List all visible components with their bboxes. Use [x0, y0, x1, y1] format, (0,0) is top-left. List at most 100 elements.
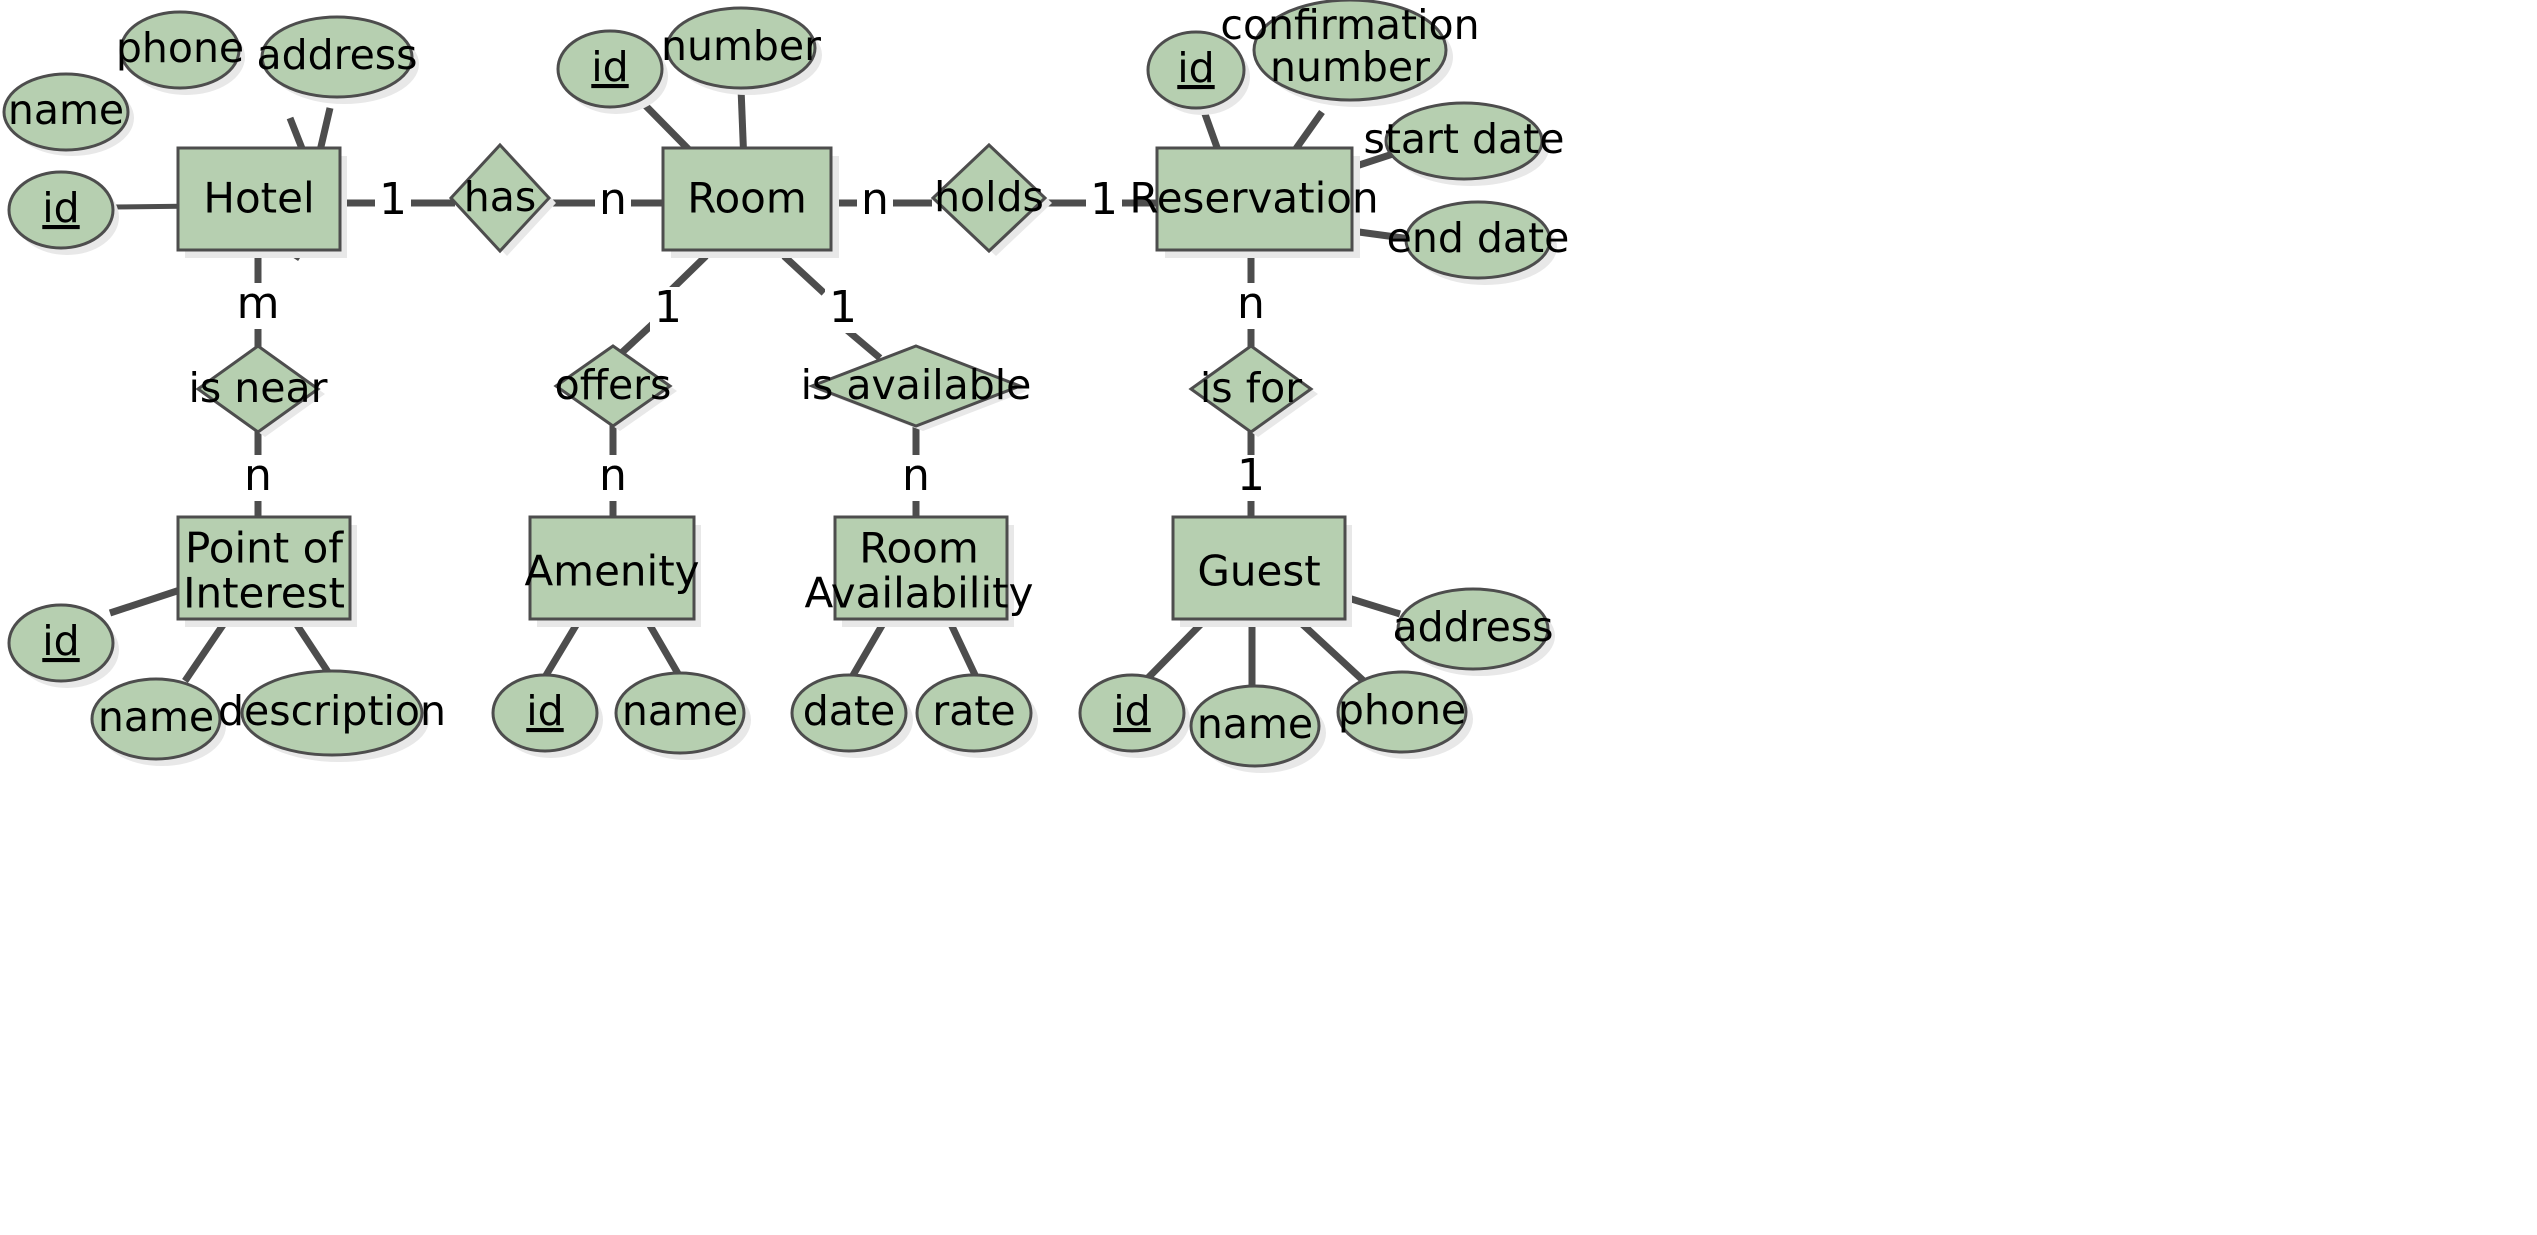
- attribute-room-number-group[interactable]: number: [661, 6, 822, 95]
- entity-point-of-interest-label-line2: Interest: [183, 569, 345, 618]
- attribute-room-id-ellipse[interactable]: [556, 29, 664, 109]
- entity-guest-group[interactable]: Guest: [1171, 515, 1352, 627]
- relationship-holds-label: holds: [934, 173, 1044, 221]
- entity-reservation-box[interactable]: [1155, 146, 1354, 252]
- attribute-reservation-confirmation-number-ellipse[interactable]: [1252, 0, 1448, 102]
- attribute-guest-address-group[interactable]: address: [1392, 587, 1555, 676]
- relationship-is-for-diamond[interactable]: [1188, 344, 1314, 434]
- attribute-poi-name-group[interactable]: name: [90, 677, 226, 766]
- entity-hotel-box[interactable]: [176, 146, 342, 252]
- entity-room-box[interactable]: [661, 146, 833, 252]
- relationship-has-diamond[interactable]: [448, 142, 552, 254]
- attribute-guest-name-ellipse[interactable]: [1189, 684, 1321, 768]
- cardinality-room-holds: n: [861, 174, 889, 225]
- entity-point-of-interest-box[interactable]: [176, 515, 352, 621]
- edge-poi-description: [292, 620, 333, 677]
- relationship-is-for-label: is for: [1200, 364, 1302, 412]
- edge-room-is-available-upper: [781, 253, 827, 296]
- edge-amenity-name: [644, 620, 684, 679]
- attribute-amenity-name-ellipse[interactable]: [614, 671, 746, 755]
- attribute-guest-id-group[interactable]: id: [1078, 673, 1190, 758]
- attribute-guest-id-label: id: [1113, 687, 1150, 735]
- attribute-hotel-id-group[interactable]: id: [7, 170, 119, 255]
- relationship-is-available-label: is available: [801, 361, 1032, 409]
- attribute-poi-id-ellipse[interactable]: [7, 603, 115, 683]
- cardinality-room-offers: 1: [654, 282, 682, 333]
- card-room-offers-bg: [650, 287, 686, 333]
- attribute-amenity-id-group[interactable]: id: [491, 673, 603, 758]
- attribute-ra-rate-ellipse[interactable]: [915, 673, 1033, 753]
- attribute-poi-id-label: id: [42, 617, 79, 665]
- entity-guest-box[interactable]: [1171, 515, 1347, 621]
- attribute-guest-name-group[interactable]: name: [1189, 684, 1326, 773]
- cardinality-is-available-room-availability: n: [902, 450, 930, 501]
- attribute-hotel-name-label: name: [8, 86, 124, 134]
- attribute-hotel-name-group[interactable]: name: [2, 72, 134, 156]
- attribute-poi-description-ellipse[interactable]: [240, 669, 424, 757]
- entity-room-label: Room: [687, 174, 807, 223]
- relationship-is-near-diamond[interactable]: [195, 344, 321, 434]
- attribute-hotel-phone-group[interactable]: phone: [116, 10, 245, 95]
- entity-room-group[interactable]: Room: [661, 146, 839, 258]
- cardinality-holds-reservation: 1: [1090, 174, 1118, 225]
- attribute-reservation-end-date-ellipse[interactable]: [1404, 200, 1552, 280]
- cardinality-offers-amenity: n: [599, 450, 627, 501]
- attribute-hotel-name-ellipse[interactable]: [2, 72, 130, 152]
- entity-amenity-group[interactable]: Amenity: [524, 515, 701, 627]
- attribute-reservation-confirmation-number-group[interactable]: confirmation number: [1220, 0, 1480, 107]
- attribute-guest-id-ellipse[interactable]: [1078, 673, 1186, 753]
- attribute-reservation-start-date-ellipse[interactable]: [1384, 101, 1544, 181]
- attribute-amenity-name-group[interactable]: name: [614, 671, 751, 760]
- attribute-room-number-ellipse[interactable]: [665, 6, 817, 90]
- entity-amenity-label: Amenity: [524, 547, 699, 596]
- attribute-ra-rate-label: rate: [932, 687, 1015, 735]
- attribute-reservation-start-date-group[interactable]: start date: [1364, 101, 1565, 186]
- attribute-hotel-address-group[interactable]: address: [256, 15, 419, 104]
- card-hotel-is-near-bg: [240, 283, 276, 329]
- attribute-amenity-id-label: id: [526, 687, 563, 735]
- relationship-is-for-group[interactable]: is for: [1188, 344, 1318, 437]
- attribute-room-id-group[interactable]: id: [556, 29, 668, 114]
- relationship-holds-diamond[interactable]: [930, 142, 1048, 254]
- cardinality-hotel-has: 1: [379, 174, 407, 225]
- attribute-poi-name-label: name: [98, 693, 214, 741]
- relationship-offers-diamond[interactable]: [553, 344, 673, 428]
- attribute-reservation-end-date-group[interactable]: end date: [1387, 200, 1570, 285]
- edge-ra-date: [848, 620, 888, 679]
- entity-amenity-box[interactable]: [528, 515, 696, 621]
- relationship-is-near-group[interactable]: is near: [189, 344, 328, 437]
- attribute-guest-phone-ellipse[interactable]: [1336, 670, 1468, 754]
- entity-reservation-group[interactable]: Reservation: [1129, 146, 1379, 258]
- relationship-is-available-diamond[interactable]: [807, 344, 1025, 428]
- attribute-reservation-confirmation-label: confirmation: [1220, 1, 1479, 49]
- attribute-poi-description-group[interactable]: description: [218, 669, 446, 762]
- attribute-reservation-id-group[interactable]: id: [1146, 30, 1250, 115]
- attribute-ra-date-ellipse[interactable]: [790, 673, 908, 753]
- attribute-hotel-phone-ellipse[interactable]: [119, 10, 241, 90]
- attribute-guest-address-ellipse[interactable]: [1396, 587, 1550, 671]
- attribute-poi-id-group[interactable]: id: [7, 603, 119, 688]
- entity-hotel-group[interactable]: Hotel: [176, 146, 347, 258]
- attribute-amenity-id-ellipse[interactable]: [491, 673, 599, 753]
- attribute-reservation-id-ellipse[interactable]: [1146, 30, 1246, 110]
- attribute-hotel-id-label: id: [42, 184, 79, 232]
- card-offers-amenity-bg: [595, 455, 631, 501]
- attribute-room-availability-rate-group[interactable]: rate: [915, 673, 1038, 758]
- relationship-has-group[interactable]: has: [448, 142, 556, 256]
- entity-room-availability-box[interactable]: [833, 515, 1009, 621]
- attribute-room-availability-date-group[interactable]: date: [790, 673, 913, 758]
- attribute-guest-phone-label: phone: [1338, 686, 1466, 734]
- attribute-hotel-id-ellipse[interactable]: [7, 170, 115, 250]
- cardinality-is-for-guest: 1: [1237, 450, 1265, 501]
- attribute-room-id-label: id: [591, 43, 628, 91]
- entity-room-availability-group[interactable]: Room Availability: [805, 515, 1034, 627]
- relationship-is-available-group[interactable]: is available: [801, 344, 1032, 431]
- attribute-hotel-address-ellipse[interactable]: [260, 15, 414, 99]
- attribute-guest-phone-group[interactable]: phone: [1336, 670, 1473, 759]
- attribute-poi-name-ellipse[interactable]: [90, 677, 222, 761]
- edge-guest-id: [1140, 619, 1206, 686]
- relationship-offers-group[interactable]: offers: [553, 344, 677, 431]
- entity-point-of-interest-group[interactable]: Point of Interest: [176, 515, 357, 627]
- relationship-holds-group[interactable]: holds: [930, 142, 1052, 256]
